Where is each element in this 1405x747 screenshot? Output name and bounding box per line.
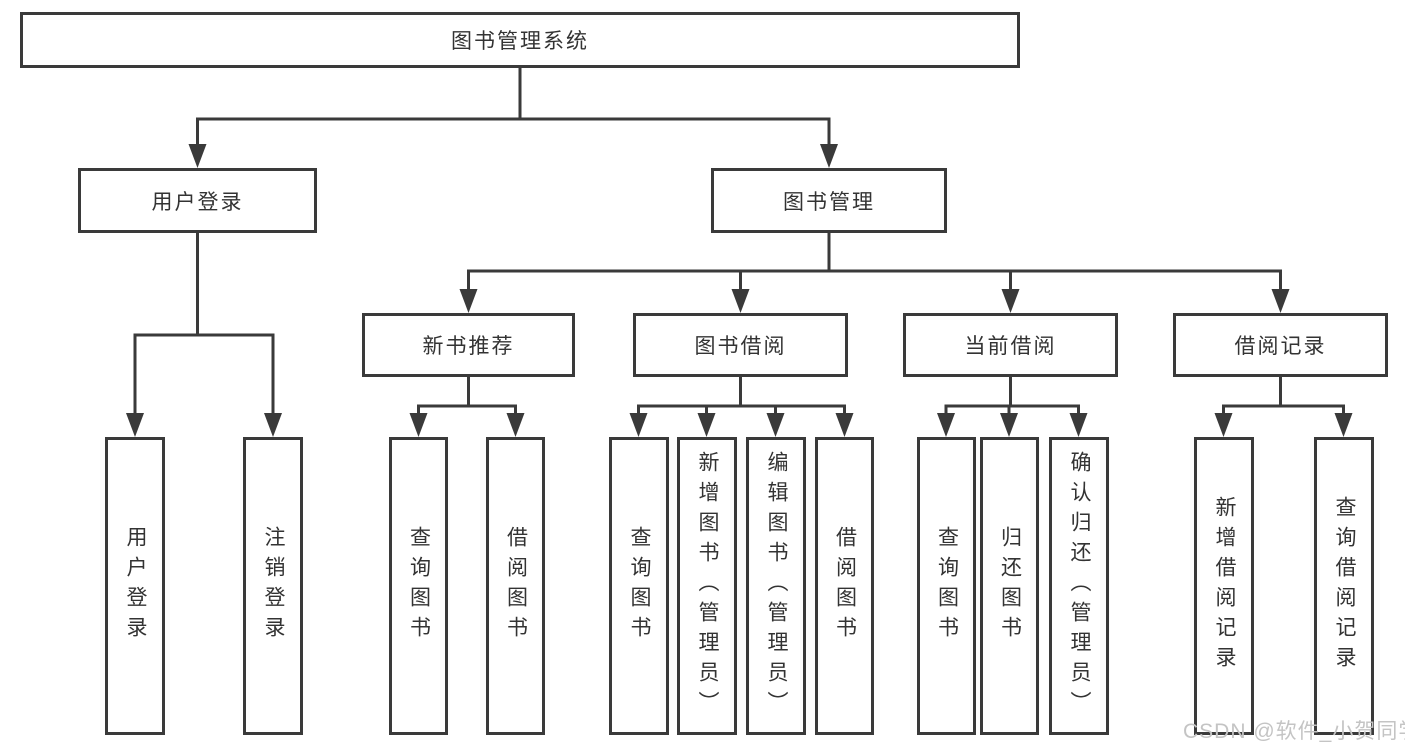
leaf-borrow-books: 借阅图书	[815, 437, 874, 735]
node-new-book-recommend: 新书推荐	[362, 313, 575, 377]
leaf-query-books-recommend: 查询图书	[389, 437, 448, 735]
node-borrowing-records: 借阅记录	[1173, 313, 1388, 377]
leaf-user-login: 用户登录	[105, 437, 165, 735]
node-user-login: 用户登录	[78, 168, 317, 233]
leaf-query-books-borrowing: 查询图书	[609, 437, 669, 735]
leaf-logout: 注销登录	[243, 437, 303, 735]
node-current-borrowing: 当前借阅	[903, 313, 1118, 377]
node-book-borrowing: 图书借阅	[633, 313, 848, 377]
leaf-query-books-current: 查询图书	[917, 437, 976, 735]
node-library-system: 图书管理系统	[20, 12, 1020, 68]
node-book-management: 图书管理	[711, 168, 947, 233]
connectors-group	[126, 68, 1353, 437]
leaf-add-borrow-record: 新增借阅记录	[1194, 437, 1254, 735]
leaf-add-book-admin: 新增图书（管理员）	[677, 437, 737, 735]
leaf-borrow-books-recommend: 借阅图书	[486, 437, 545, 735]
leaf-confirm-return-admin: 确认归还（管理员）	[1049, 437, 1109, 735]
leaf-edit-book-admin: 编辑图书（管理员）	[746, 437, 806, 735]
watermark: CSDN @软件_小贺同学	[1183, 720, 1405, 743]
leaf-return-books: 归还图书	[980, 437, 1039, 735]
leaf-query-borrow-record: 查询借阅记录	[1314, 437, 1374, 735]
